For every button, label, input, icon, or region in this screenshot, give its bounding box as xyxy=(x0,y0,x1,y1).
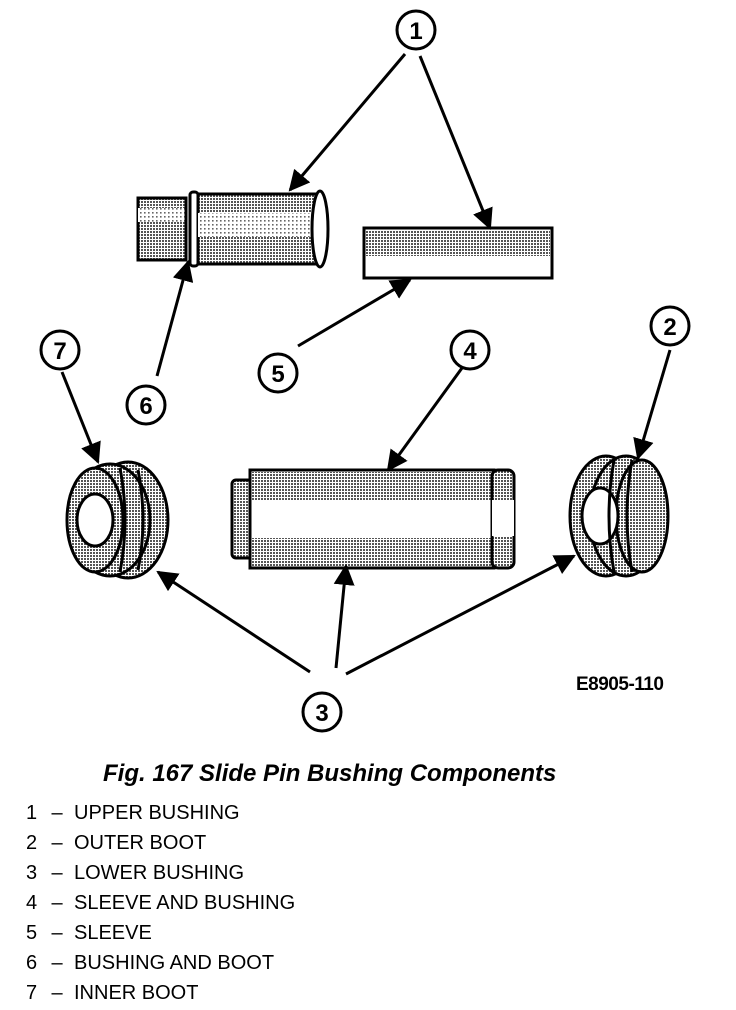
figure-code: E8905-110 xyxy=(576,674,664,695)
legend-label: UPPER BUSHING xyxy=(74,802,240,824)
arrow-1-to-bushing xyxy=(288,53,407,192)
callout-4: 4 xyxy=(449,329,491,371)
callout-1: 1 xyxy=(395,9,437,51)
legend-item: 3–LOWER BUSHING xyxy=(26,858,295,888)
legend-label: INNER BOOT xyxy=(74,982,199,1004)
legend-item: 2–OUTER BOOT xyxy=(26,828,295,858)
callout-3: 3 xyxy=(301,691,343,733)
outer-boot-part xyxy=(568,454,670,578)
legend-label: SLEEVE xyxy=(74,922,152,944)
leader-arrows xyxy=(60,53,672,676)
svg-text:1: 1 xyxy=(409,18,422,45)
arrow-5 xyxy=(297,278,412,348)
arrow-4 xyxy=(386,367,464,472)
arrow-1-to-sleeve xyxy=(418,55,493,230)
legend-label: LOWER BUSHING xyxy=(74,862,245,884)
svg-text:5: 5 xyxy=(271,361,284,388)
arrow-3-left xyxy=(156,570,311,674)
svg-text:3: 3 xyxy=(315,700,328,727)
svg-text:6: 6 xyxy=(139,393,152,420)
inner-boot-part xyxy=(65,460,170,580)
arrow-7 xyxy=(60,371,101,464)
arrow-2 xyxy=(633,349,672,461)
legend-item: 4–SLEEVE AND BUSHING xyxy=(26,888,295,918)
svg-text:4: 4 xyxy=(463,338,477,365)
callout-2: 2 xyxy=(649,305,691,347)
sleeve-and-bushing-part xyxy=(230,468,516,570)
legend-item: 7–INNER BOOT xyxy=(26,978,295,1008)
legend-label: SLEEVE AND BUSHING xyxy=(74,892,296,914)
legend-item: 1–UPPER BUSHING xyxy=(26,798,295,828)
callout-5: 5 xyxy=(257,352,299,394)
svg-text:2: 2 xyxy=(663,314,676,341)
legend-number: 3 xyxy=(26,862,38,884)
callout-7: 7 xyxy=(39,329,81,371)
arrow-6 xyxy=(155,259,194,377)
arrow-3-center xyxy=(333,563,355,669)
bushing-and-boot-part xyxy=(136,189,330,269)
legend-number: 7 xyxy=(26,982,38,1004)
figure-caption: Fig. 167 Slide Pin Bushing Components xyxy=(103,760,557,787)
legend-item: 6–BUSHING AND BOOT xyxy=(26,948,295,978)
callout-6: 6 xyxy=(125,384,167,426)
legend-number: 4 xyxy=(26,892,38,914)
legend-item: 5–SLEEVE xyxy=(26,918,295,948)
legend-number: 6 xyxy=(26,952,38,974)
svg-text:7: 7 xyxy=(53,338,66,365)
legend-number: 1 xyxy=(26,802,38,824)
legend-list: 1–UPPER BUSHING 2–OUTER BOOT 3–LOWER BUS… xyxy=(26,798,295,1008)
arrow-3-right xyxy=(345,554,576,676)
legend-label: BUSHING AND BOOT xyxy=(74,952,275,974)
legend-label: OUTER BOOT xyxy=(74,832,207,854)
sleeve-part xyxy=(362,226,554,280)
legend-number: 5 xyxy=(26,922,38,944)
legend-number: 2 xyxy=(26,832,38,854)
parts-diagram: 1 2 3 4 5 6 7 xyxy=(39,9,691,733)
